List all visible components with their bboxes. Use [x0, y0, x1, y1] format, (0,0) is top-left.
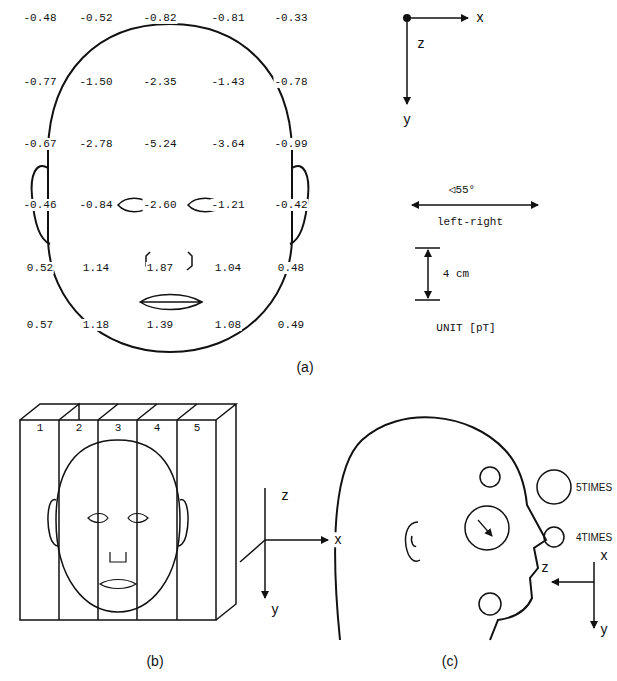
- field-value: 1.08: [214, 319, 242, 331]
- field-value: -2.35: [142, 76, 177, 88]
- axis-label: 2: [75, 422, 84, 434]
- annotation: (c): [441, 654, 459, 669]
- annotation: (a): [295, 360, 314, 375]
- field-value: -0.67: [22, 138, 57, 150]
- axis-label: x: [600, 548, 609, 563]
- field-value: 0.52: [26, 262, 54, 274]
- legend-text: 5TIMES: [576, 482, 612, 493]
- legend-sample: [544, 527, 564, 547]
- field-value: -0.48: [22, 12, 57, 24]
- field-value: 1.87: [146, 262, 174, 274]
- axis-label: z: [281, 488, 290, 503]
- axis-label: 3: [114, 422, 123, 434]
- axis-label: 1: [36, 422, 45, 434]
- field-value: -0.82: [142, 12, 177, 24]
- field-value: -0.42: [273, 199, 308, 211]
- axis-label: 5: [193, 422, 202, 434]
- axis-label: z: [541, 560, 550, 575]
- field-value: -0.77: [22, 76, 57, 88]
- annotation: (b): [145, 654, 164, 669]
- field-value: 1.18: [82, 319, 110, 331]
- field-value: -0.33: [273, 12, 308, 24]
- annotation: left-right: [436, 216, 504, 228]
- field-value: -0.78: [273, 76, 308, 88]
- axis-label: y: [403, 112, 412, 127]
- axis-label: z: [417, 36, 426, 51]
- axis-label: x: [334, 532, 343, 547]
- field-value: -2.60: [142, 199, 177, 211]
- field-value: -3.64: [210, 138, 245, 150]
- annotation: ◁55°: [448, 184, 476, 196]
- axis-label: y: [600, 622, 609, 637]
- field-value: -0.84: [78, 199, 113, 211]
- field-value: -0.46: [22, 199, 57, 211]
- annotation: 4 cm: [442, 268, 470, 280]
- legend-sample: [537, 470, 571, 504]
- field-value: -1.21: [210, 199, 245, 211]
- field-value: 0.57: [26, 319, 54, 331]
- axis-label: 4: [153, 422, 162, 434]
- field-value: 0.48: [277, 262, 305, 274]
- field-value: -1.50: [78, 76, 113, 88]
- axis-label: y: [271, 602, 280, 617]
- field-value: -1.43: [210, 76, 245, 88]
- annotation: UNIT [pT]: [435, 322, 496, 334]
- field-value: -2.78: [78, 138, 113, 150]
- field-value: -5.24: [142, 138, 177, 150]
- field-value: -0.52: [78, 12, 113, 24]
- axis-label: x: [476, 10, 485, 25]
- field-value: 0.49: [277, 319, 305, 331]
- field-value: 1.14: [82, 262, 110, 274]
- field-value: 1.39: [146, 319, 174, 331]
- field-value: -0.99: [273, 138, 308, 150]
- field-value: -0.81: [210, 12, 245, 24]
- field-value: 1.04: [214, 262, 242, 274]
- legend-text: 4TIMES: [576, 532, 612, 543]
